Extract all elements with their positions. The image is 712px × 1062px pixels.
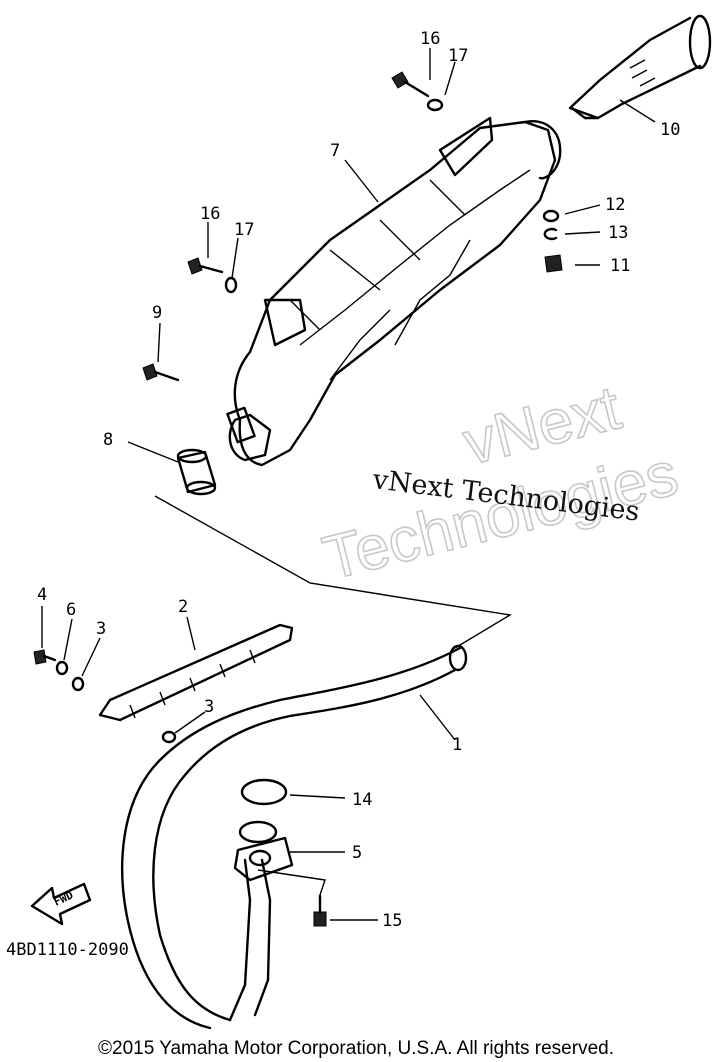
part-17-washer-top	[426, 98, 444, 112]
part-15-bolt	[313, 894, 327, 927]
callout-8: 8	[103, 430, 113, 450]
copyright-notice: ©2015 Yamaha Motor Corporation, U.S.A. A…	[98, 1038, 614, 1059]
callout-3-upper: 3	[96, 619, 106, 639]
watermark: vNext Technologies vNext Technologies	[316, 372, 685, 594]
callout-10: 10	[660, 120, 680, 140]
fwd-label: FWD	[52, 888, 76, 908]
part-16-bolt-top	[391, 71, 430, 98]
callout-2: 2	[178, 597, 188, 617]
callout-16-top: 16	[420, 29, 440, 49]
callout-14: 14	[352, 790, 372, 810]
part-7-muffler	[226, 116, 562, 467]
part-11-nut	[544, 254, 563, 273]
callout-1: 1	[452, 735, 462, 755]
part-1-exhaust-pipe	[121, 644, 468, 1030]
callout-13: 13	[608, 223, 628, 243]
callout-4: 4	[37, 585, 47, 605]
callout-5: 5	[352, 843, 362, 863]
callout-11: 11	[610, 256, 630, 276]
part-4-bolt	[33, 649, 57, 665]
callout-12: 12	[605, 195, 625, 215]
part-16-bolt-mid	[187, 257, 224, 275]
exhaust-parts-diagram: vNext Technologies vNext Technologies	[6, 14, 712, 1030]
diagram-code: 4BD1110-2090	[6, 940, 129, 960]
part-3-grommet-lower	[161, 730, 177, 744]
leader-lines	[41, 48, 656, 921]
callout-15: 15	[382, 911, 402, 931]
callout-9: 9	[152, 303, 162, 323]
part-2-heat-protector	[98, 623, 294, 722]
part-17-washer-mid	[224, 276, 238, 294]
callout-17-mid: 17	[234, 220, 254, 240]
part-8-gasket	[176, 448, 217, 496]
part-13-spring-washer	[543, 227, 558, 241]
callout-7: 7	[330, 141, 340, 161]
callout-16-mid: 16	[200, 204, 220, 224]
part-10-tailpipe	[568, 14, 712, 120]
part-12-washer	[542, 209, 560, 223]
part-14-gasket-ring	[240, 778, 288, 806]
part-6-washer	[55, 660, 69, 676]
callout-17-top: 17	[448, 46, 468, 66]
part-3-grommet-upper	[71, 676, 85, 692]
part-9-bolt	[142, 363, 180, 382]
callout-3-lower: 3	[204, 697, 214, 717]
callout-6: 6	[66, 600, 76, 620]
fwd-arrow-icon: FWD	[30, 882, 92, 926]
